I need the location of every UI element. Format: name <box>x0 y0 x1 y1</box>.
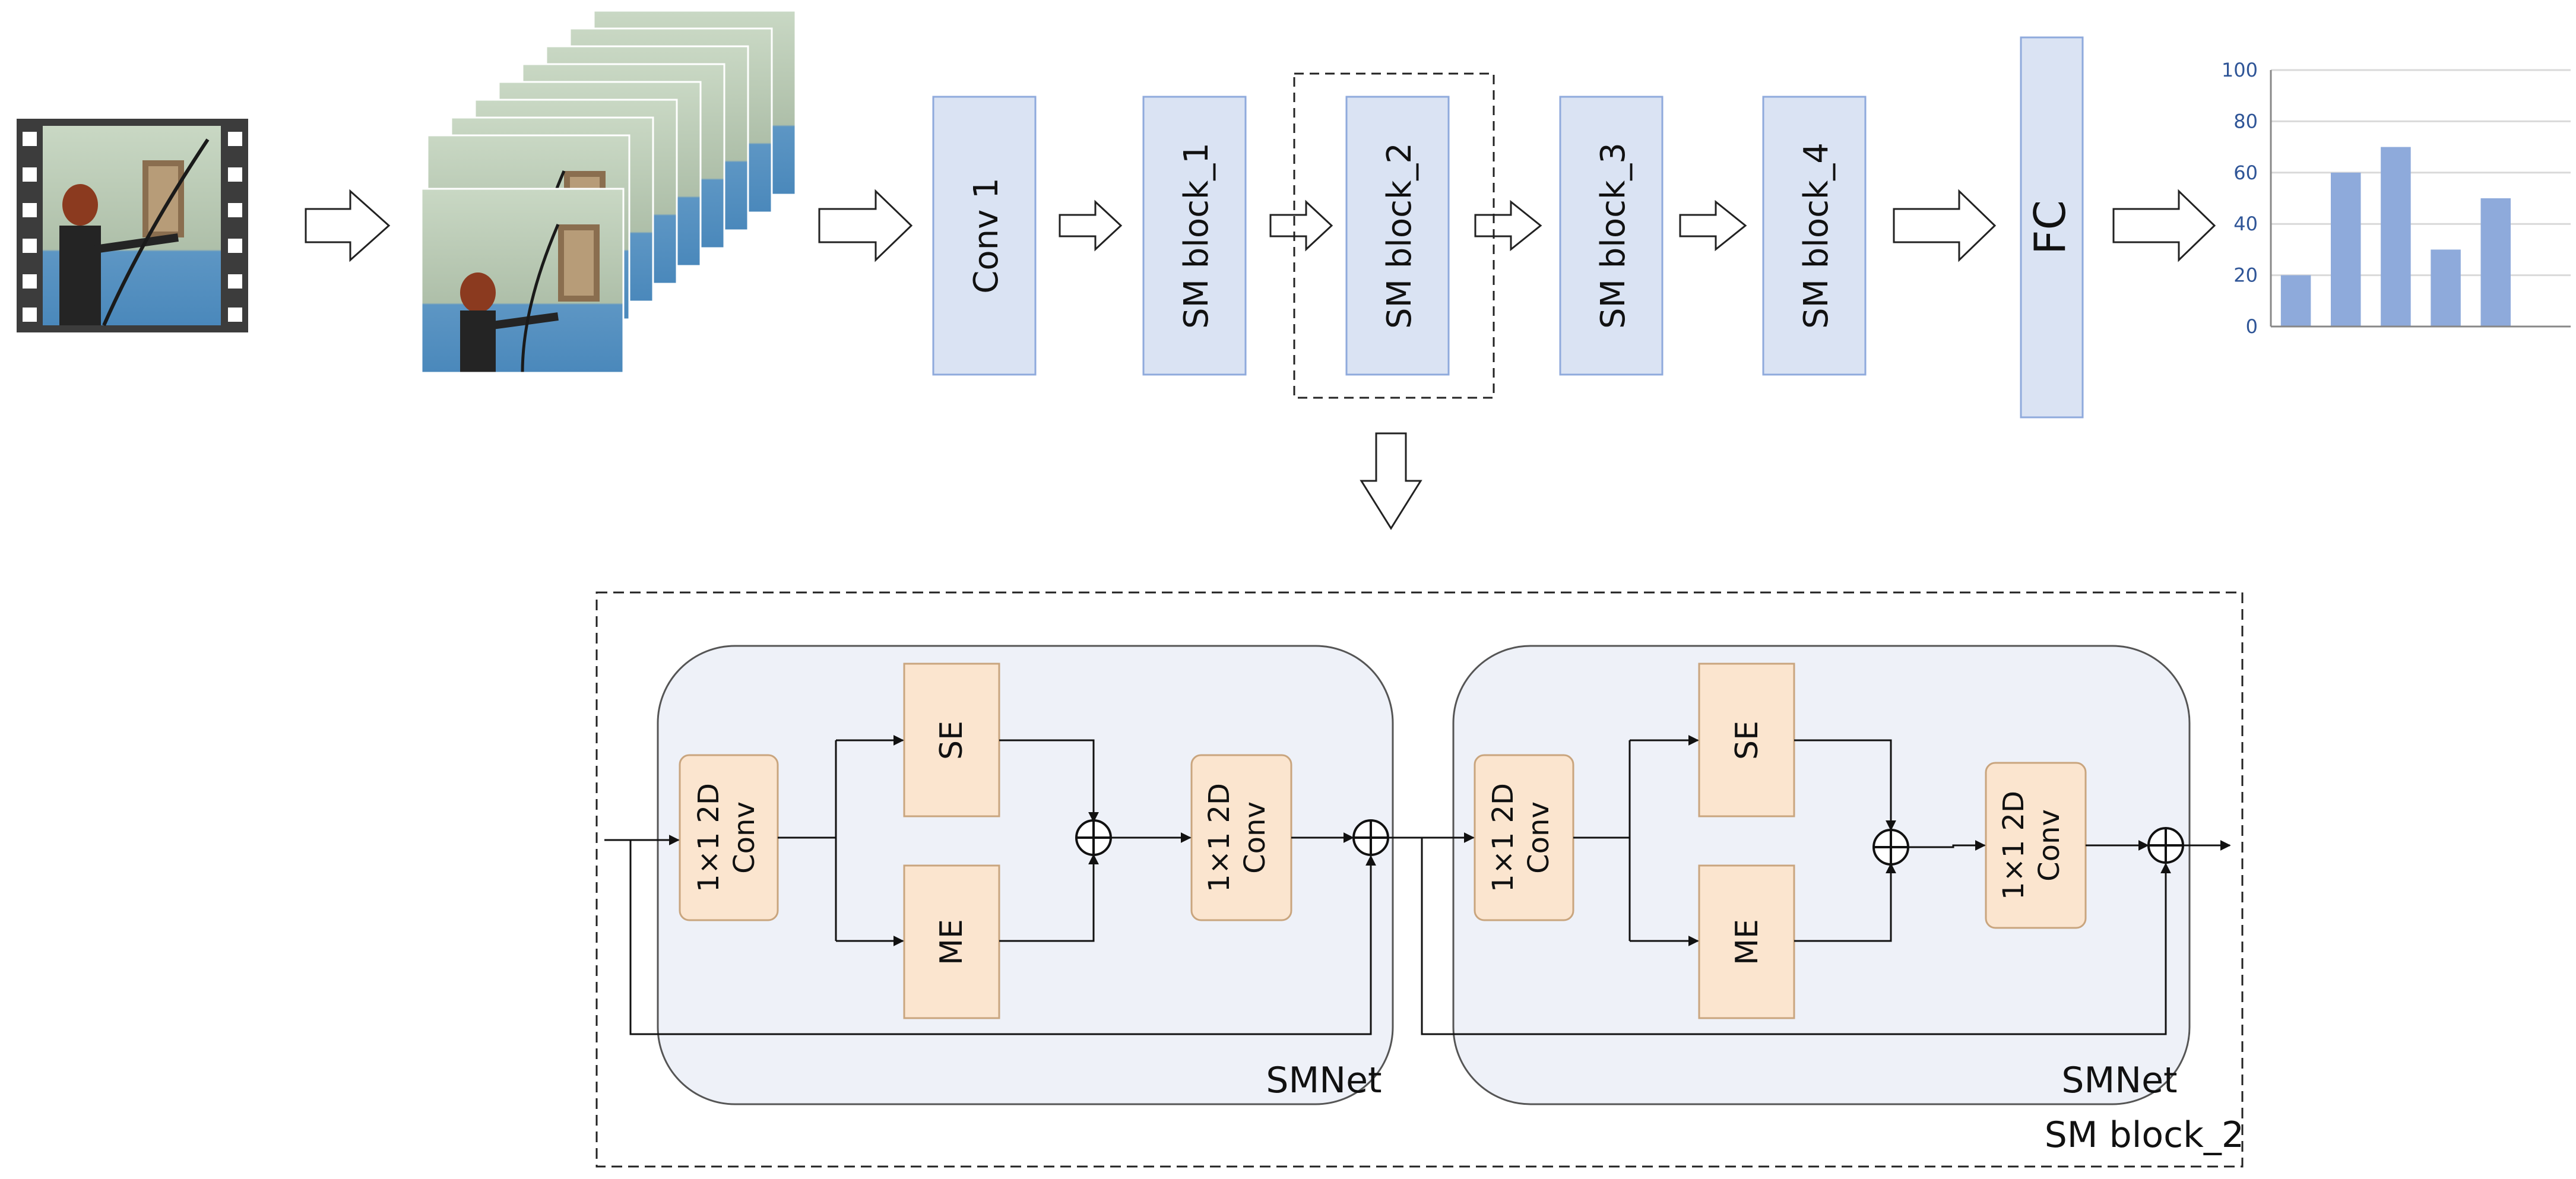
chart-y-tick-labels: 0 20 40 60 80 100 <box>2222 59 2258 338</box>
sum-node-4 <box>2147 827 2184 864</box>
input-video-filmstrip <box>17 119 248 332</box>
arrow-frames-to-conv <box>818 189 913 262</box>
conv-in-label-line1: 1×1 2D <box>1487 783 1520 892</box>
arrow-smb3-to-smb4 <box>1679 199 1747 252</box>
chart-y-tick-label: 20 <box>2233 264 2258 287</box>
arrow-video-to-frames <box>305 189 391 262</box>
pipeline-block-fc: FC <box>2020 36 2084 419</box>
pipeline-block-conv1: Conv 1 <box>932 96 1037 376</box>
me-block <box>1698 864 1795 1019</box>
pipeline-block-sm-block-1: SM block_1 <box>1142 96 1247 376</box>
highlight-dashed-box <box>1293 72 1495 399</box>
se-label: SE <box>1729 721 1765 760</box>
frame-stack <box>422 11 796 373</box>
smnet-1: SMNet 1×1 2D Conv SE ME 1×1 2D Conv <box>604 645 1394 1105</box>
flow-arrows <box>305 189 2216 530</box>
arrow-smb4-to-fc <box>1893 189 1997 262</box>
arrow-fc-to-output <box>2112 189 2216 262</box>
sm-block-2-detail: SM block_2 SMNet 1×1 2D Conv SE ME 1×1 2… <box>595 591 2244 1168</box>
smnet-container <box>1452 645 2191 1105</box>
smnet-2-connectors <box>1388 735 2231 1035</box>
arrow-down-to-detail <box>1360 432 1422 530</box>
detail-title: SM block_2 <box>2045 1114 2244 1156</box>
me-block <box>903 864 1000 1019</box>
pipeline-block-label: SM block_4 <box>1797 142 1836 329</box>
chart-y-tick-label: 100 <box>2222 59 2258 81</box>
conv-out-label-line2: Conv <box>1238 801 1272 874</box>
chart-y-tick-label: 60 <box>2233 161 2258 184</box>
pipeline-block-sm-block-3: SM block_3 <box>1559 96 1664 376</box>
pipeline-block-label: SM block_1 <box>1177 142 1216 329</box>
conv-in-label-line2: Conv <box>1522 801 1555 874</box>
conv-out-label-line1: 1×1 2D <box>1997 791 2030 900</box>
conv-in-label-line1: 1×1 2D <box>692 783 725 892</box>
detail-dashed-frame <box>595 591 2244 1168</box>
chart-y-tick-label: 40 <box>2233 213 2258 235</box>
me-label: ME <box>934 919 969 965</box>
chart-y-tick-label: 80 <box>2233 110 2258 132</box>
conv-in-label-line2: Conv <box>728 801 761 874</box>
smnet-2: SMNet 1×1 2D Conv SE ME 1×1 2D Conv <box>1388 645 2231 1105</box>
sum-node-3 <box>1872 829 1909 866</box>
output-bar-chart: 0 20 40 60 80 100 <box>2222 59 2571 338</box>
se-label: SE <box>934 721 969 760</box>
chart-bar <box>2280 275 2311 327</box>
chart-gridlines <box>2271 69 2571 277</box>
pipeline-block-label: SM block_3 <box>1594 142 1633 329</box>
smnet-1-connectors <box>604 735 1376 1035</box>
arrow-smb1-to-smb2 <box>1269 199 1333 252</box>
arrow-smb2-to-smb3 <box>1474 199 1542 252</box>
chart-y-tick-label: 0 <box>2246 315 2258 338</box>
conv-out-label-line1: 1×1 2D <box>1203 783 1236 892</box>
se-block <box>1698 663 1795 817</box>
smnet-label: SMNet <box>1266 1060 1382 1101</box>
pipeline-block-sm-block-2: SM block_2 <box>1293 72 1495 399</box>
pipeline: Conv 1 SM block_1 SM block_2 SM block_3 … <box>932 36 2084 419</box>
arrow-conv-to-smb1 <box>1059 199 1123 252</box>
smnet-label: SMNet <box>2061 1060 2177 1101</box>
sum-node-2 <box>1352 819 1389 856</box>
se-block <box>903 663 1000 817</box>
pipeline-block-label: SM block_2 <box>1380 142 1419 329</box>
me-label: ME <box>1729 919 1765 965</box>
chart-bar <box>2480 198 2511 327</box>
chart-bars <box>2280 147 2511 327</box>
chart-bar <box>2431 249 2461 327</box>
pipeline-block-sm-block-4: SM block_4 <box>1762 96 1867 376</box>
conv-out-label-line2: Conv <box>2033 809 2066 882</box>
sum-node-1 <box>1075 819 1112 856</box>
pipeline-block-label: FC <box>2025 200 2075 255</box>
chart-bar <box>2331 172 2361 327</box>
chart-bar <box>2381 147 2411 327</box>
pipeline-block-label: Conv 1 <box>967 178 1006 293</box>
